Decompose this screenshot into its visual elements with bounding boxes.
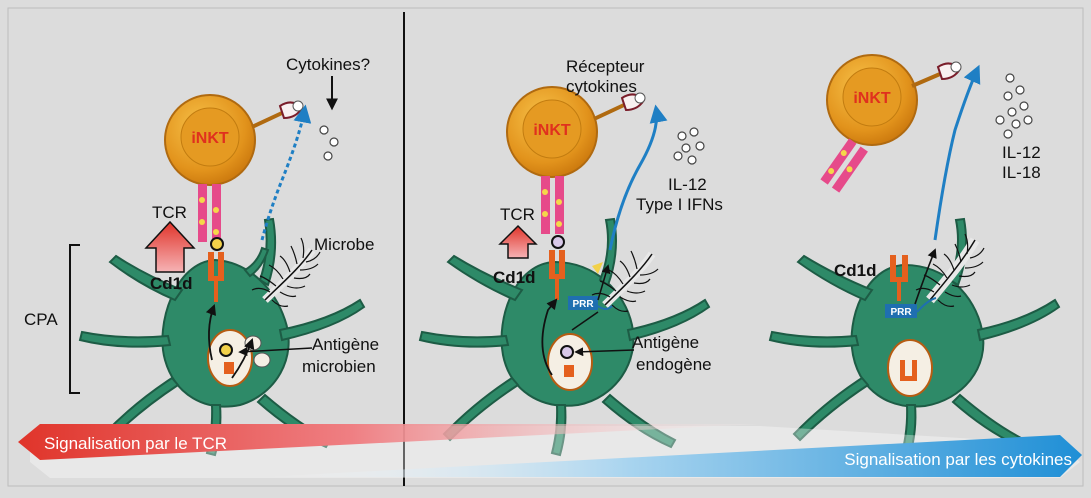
antigen-label-2b: endogène xyxy=(636,355,712,374)
tcr-signal-arrow-1 xyxy=(146,222,194,272)
tcr-label-2: TCR xyxy=(500,205,535,224)
cpa-label: CPA xyxy=(24,310,58,329)
signal-bands: Signalisation par le TCR Signalisation p… xyxy=(18,424,1082,478)
apc-cell-3 xyxy=(770,219,1059,455)
prr-label-3: PRR xyxy=(890,307,912,318)
cytokines-question-label: Cytokines? xyxy=(286,55,370,74)
antigen-label-2a: Antigène xyxy=(632,333,699,352)
tcr-3 xyxy=(820,138,868,192)
cytokine-signal-label: Signalisation par les cytokines xyxy=(844,450,1072,469)
il12-label-3: IL-12 xyxy=(1002,143,1041,162)
antigen-label-1a: Antigène xyxy=(312,335,379,354)
prr-label-2: PRR xyxy=(572,299,594,310)
panel-1: iNKT TCR Cd1d Cy xyxy=(24,55,379,455)
inkt-label-1: iNKT xyxy=(191,130,229,147)
receptor-icon xyxy=(252,101,303,127)
cytokine-arrow-2 xyxy=(610,108,657,250)
panel-2: iNKT TCR Cd1d Récepteur cytokines xyxy=(420,57,723,455)
type1-label-2: Type I IFNs xyxy=(636,195,723,214)
cytokine-dot-icon xyxy=(996,74,1032,138)
tcr-label-1: TCR xyxy=(152,203,187,222)
endogenous-antigen-2 xyxy=(561,346,573,358)
tcr-signal-arrow-2 xyxy=(500,226,536,258)
inkt-label-2: iNKT xyxy=(533,122,571,139)
cd1d-label-1: Cd1d xyxy=(150,274,193,293)
inkt-label-3: iNKT xyxy=(853,90,891,107)
microbe-fragment-1 xyxy=(245,336,261,350)
vacuole-2 xyxy=(548,334,592,390)
panel-3: iNKT Cd1d IL-12 IL-18 xyxy=(770,55,1059,455)
endogenous-antigen-presented-2 xyxy=(552,236,564,248)
il18-label-3: IL-18 xyxy=(1002,163,1041,182)
tcr-signal-label: Signalisation par le TCR xyxy=(44,434,227,453)
antigen-label-1b: microbien xyxy=(302,357,376,376)
cd1d-label-3: Cd1d xyxy=(834,261,877,280)
receptor-icon xyxy=(912,62,961,86)
cd1d-in-vacuole-2 xyxy=(564,365,574,377)
receptor-label-2a: Récepteur xyxy=(566,57,645,76)
tcr-2 xyxy=(541,176,564,234)
cytokine-dot-icon xyxy=(320,126,338,160)
vacuole-3 xyxy=(888,340,932,396)
il12-label-2: IL-12 xyxy=(668,175,707,194)
cytokine-dot-icon xyxy=(674,128,704,164)
cd1d-label-2: Cd1d xyxy=(493,268,536,287)
lipid-antigen-presented-1 xyxy=(211,238,223,250)
cd1d-in-vacuole-1 xyxy=(224,362,234,374)
cytokine-arrow-3 xyxy=(935,68,978,240)
microbe-label: Microbe xyxy=(314,235,374,254)
vacuole-1 xyxy=(208,330,252,386)
receptor-icon xyxy=(594,93,645,119)
cpa-bracket xyxy=(70,245,80,393)
lipid-antigen-1 xyxy=(220,344,232,356)
microbe-fragment-2 xyxy=(254,353,270,367)
receptor-label-2b: cytokines xyxy=(566,77,637,96)
tcr-1 xyxy=(198,184,221,242)
